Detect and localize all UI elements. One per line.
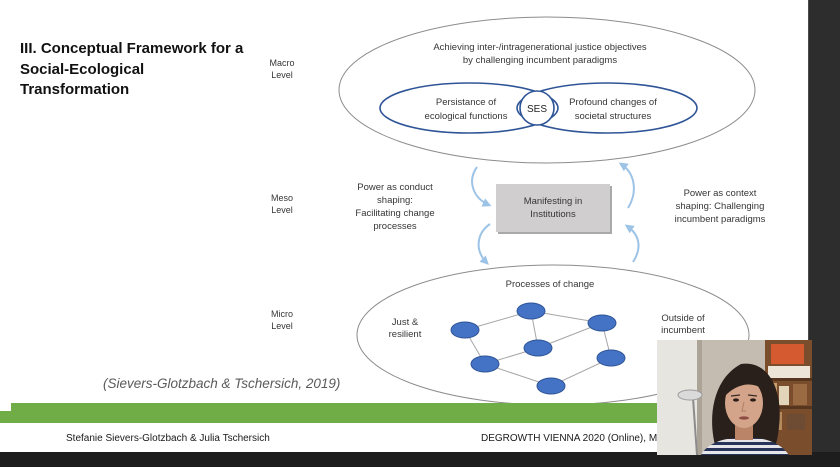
- presenter-shirt: [701, 438, 789, 455]
- footer-authors: Stefanie Sievers-Glotzbach & Julia Tsche…: [66, 433, 270, 444]
- shelf-plank: [765, 406, 812, 409]
- level-label-meso: Meso Level: [271, 193, 293, 215]
- macro-goal-line-2: by challenging incumbent paradigms: [463, 55, 617, 66]
- slide-title: III. Conceptual Framework for a Social-E…: [20, 40, 244, 98]
- ecological-label-line-2: ecological functions: [425, 111, 508, 122]
- level-meso-name: Meso: [271, 193, 293, 203]
- participant-video: [657, 340, 812, 455]
- level-micro-name: Micro: [271, 309, 293, 319]
- institutions-box: [496, 184, 610, 232]
- societal-label-line-1: Profound changes of: [569, 97, 657, 108]
- ses-label: SES: [527, 104, 547, 115]
- shelf-item: [779, 386, 789, 405]
- arrow-institutions-to-micro: [477, 223, 491, 265]
- network-node: [523, 339, 553, 357]
- network-node: [450, 321, 480, 339]
- arrow-micro-to-institutions: [624, 224, 640, 263]
- lamp-head: [677, 389, 703, 401]
- level-macro-suffix: Level: [271, 70, 293, 80]
- level-micro-suffix: Level: [271, 321, 293, 331]
- meso-group: Manifesting in Institutions Power as con…: [355, 182, 766, 234]
- footer-bar-notch: [0, 403, 11, 411]
- presenter-nose: [741, 401, 746, 412]
- context-power-line-2: shaping: Challenging: [676, 201, 765, 212]
- just-resilient-line-2: resilient: [389, 329, 422, 340]
- outside-incumbent-line-1: Outside of: [661, 313, 705, 324]
- lamp-pole: [692, 397, 698, 455]
- network-node: [596, 349, 626, 367]
- presenter: [701, 363, 789, 455]
- micro-ellipse-group: Processes of change Just & resilient Out…: [356, 264, 750, 406]
- processes-of-change-label: Processes of change: [506, 279, 595, 290]
- shelf-red-box: [771, 344, 804, 364]
- network-node: [536, 377, 566, 395]
- shelf-plank: [765, 378, 812, 381]
- level-meso-suffix: Level: [271, 205, 293, 215]
- arrow-macro-to-institutions: [471, 166, 492, 207]
- outside-incumbent-line-2: incumbent: [661, 325, 705, 336]
- presenter-bangs: [723, 377, 766, 398]
- ses-circle: [519, 90, 555, 126]
- ecological-label-line-1: Persistance of: [436, 97, 497, 108]
- presenter-eyebrow-left: [730, 394, 741, 397]
- societal-ellipse: [516, 82, 698, 134]
- context-power-line-3: incumbent paradigms: [675, 214, 766, 225]
- change-network: [450, 302, 626, 395]
- conduct-power-line-1: Power as conduct: [357, 182, 433, 193]
- level-label-macro: Macro Level: [269, 58, 294, 80]
- level-macro-name: Macro: [269, 58, 294, 68]
- window-border: [808, 0, 840, 452]
- context-power-line-1: Power as context: [684, 188, 757, 199]
- macro-ellipse-group: Achieving inter-/intragenerational justi…: [338, 16, 756, 164]
- institutions-label-line-1: Manifesting in: [524, 196, 583, 207]
- shelf-white-box: [768, 366, 810, 378]
- network-node: [516, 302, 546, 320]
- slide-title-line-1: III. Conceptual Framework for a: [20, 40, 244, 57]
- network-node: [587, 314, 617, 332]
- institutions-label-line-2: Institutions: [530, 209, 576, 220]
- presenter-neck: [735, 424, 753, 440]
- citation: (Sievers-Glotzbach & Tschersich, 2019): [103, 376, 340, 391]
- presenter-eyebrow-right: [747, 394, 758, 397]
- slide-title-line-2: Social-Ecological: [20, 61, 144, 78]
- conduct-power-line-4: processes: [373, 221, 417, 232]
- just-resilient-line-1: Just &: [392, 317, 419, 328]
- network-node: [470, 355, 500, 373]
- arrow-institutions-to-macro: [618, 162, 635, 209]
- participant-video-tile[interactable]: [657, 340, 812, 455]
- ecological-ellipse: [379, 82, 559, 134]
- level-label-micro: Micro Level: [271, 309, 293, 331]
- slide-title-line-3: Transformation: [20, 81, 129, 98]
- presenter-eye-right: [750, 398, 756, 402]
- shelf-item: [787, 414, 805, 430]
- macro-goal-line-1: Achieving inter-/intragenerational justi…: [433, 42, 647, 53]
- footer-green-bar: [0, 403, 700, 423]
- presentation-slide: III. Conceptual Framework for a Social-E…: [0, 0, 808, 452]
- societal-label-line-2: societal structures: [575, 111, 652, 122]
- presenter-mouth: [739, 416, 749, 420]
- conduct-power-line-2: shaping:: [377, 195, 413, 206]
- footer-event: DEGROWTH VIENNA 2020 (Online), M: [481, 433, 657, 444]
- flow-arrows: [471, 162, 640, 265]
- conduct-power-line-3: Facilitating change: [355, 208, 434, 219]
- floor-lamp: [677, 389, 703, 455]
- shelf-item: [793, 384, 807, 405]
- presenter-eye-left: [733, 398, 739, 402]
